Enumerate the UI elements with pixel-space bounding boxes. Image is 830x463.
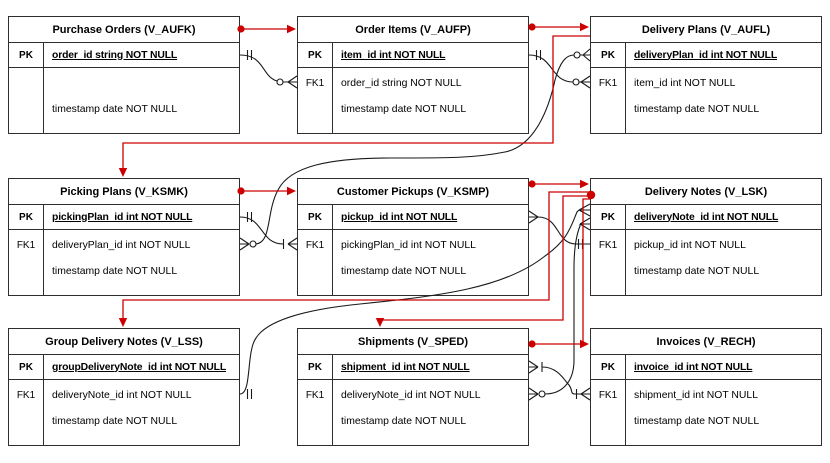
- table-title: Invoices (V_RECH): [591, 329, 821, 355]
- key-cell: PK: [308, 49, 322, 61]
- key-column-divider: [332, 354, 334, 445]
- attribute-field: timestamp date NOT NULL: [52, 415, 178, 427]
- table-title: Shipments (V_SPED): [298, 329, 528, 355]
- key-column-divider: [43, 354, 45, 445]
- table-title: Customer Pickups (V_KSMP): [298, 179, 528, 205]
- key-cell: PK: [601, 49, 615, 61]
- attribute-row: timestamp date NOT NULL: [9, 408, 239, 434]
- fk-field: pickup_id int NOT NULL: [634, 239, 746, 251]
- fk-row: FK1 deliveryNote_id int NOT NULL: [9, 382, 239, 408]
- key-cell: FK1: [305, 77, 325, 89]
- pk-field: pickup_id int NOT NULL: [341, 211, 458, 223]
- fk-field: deliveryNote_id int NOT NULL: [341, 389, 481, 401]
- key-cell: FK1: [598, 239, 618, 251]
- key-cell: PK: [308, 211, 322, 223]
- pk-field: order_id string NOT NULL: [52, 49, 178, 61]
- table-group-delivery-notes[interactable]: Group Delivery Notes (V_LSS) PK groupDel…: [8, 328, 240, 446]
- pk-field: groupDeliveryNote_id int NOT NULL: [52, 361, 227, 373]
- key-cell: FK1: [16, 389, 36, 401]
- fk-field: deliveryPlan_id int NOT NULL: [52, 239, 191, 251]
- attribute-field: timestamp date NOT NULL: [341, 415, 467, 427]
- table-delivery-notes[interactable]: Delivery Notes (V_LSK) PK deliveryNote_i…: [590, 178, 822, 296]
- fk-field: shipment_id int NOT NULL: [634, 389, 758, 401]
- table-shipments[interactable]: Shipments (V_SPED) PK shipment_id int NO…: [297, 328, 529, 446]
- key-cell: PK: [308, 361, 322, 373]
- fk-field: order_id string NOT NULL: [341, 77, 462, 89]
- pk-row: PK groupDeliveryNote_id int NOT NULL: [9, 355, 239, 380]
- table-picking-plans[interactable]: Picking Plans (V_KSMK) PK pickingPlan_id…: [8, 178, 240, 296]
- pk-field: deliveryPlan_id int NOT NULL: [634, 49, 778, 61]
- key-column-divider: [43, 204, 45, 295]
- fk-row: FK1 item_id int NOT NULL: [591, 70, 821, 96]
- fk-field: deliveryNote_id int NOT NULL: [52, 389, 192, 401]
- fk-line-sped-rech: [541, 366, 581, 395]
- key-cell: FK1: [598, 77, 618, 89]
- pk-field: invoice_id int NOT NULL: [634, 361, 753, 373]
- key-cell: FK1: [305, 239, 325, 251]
- table-delivery-plans[interactable]: Delivery Plans (V_AUFL) PK deliveryPlan_…: [590, 16, 822, 134]
- key-cell: FK1: [598, 389, 618, 401]
- table-title: Picking Plans (V_KSMK): [9, 179, 239, 205]
- key-cell: PK: [601, 211, 615, 223]
- key-cell: PK: [19, 361, 33, 373]
- fk-row: FK1 deliveryPlan_id int NOT NULL: [9, 232, 239, 258]
- fk-line-lsk-sped: [544, 224, 581, 395]
- table-customer-pickups[interactable]: Customer Pickups (V_KSMP) PK pickup_id i…: [297, 178, 529, 296]
- fk-row: FK1 deliveryNote_id int NOT NULL: [298, 382, 528, 408]
- pk-field: pickingPlan_id int NOT NULL: [52, 211, 193, 223]
- key-cell: PK: [601, 361, 615, 373]
- table-purchase-orders[interactable]: Purchase Orders (V_AUFK) PK order_id str…: [8, 16, 240, 134]
- fk-row: FK1 shipment_id int NOT NULL: [591, 382, 821, 408]
- table-order-items[interactable]: Order Items (V_AUFP) PK item_id int NOT …: [297, 16, 529, 134]
- key-column-divider: [625, 42, 627, 133]
- attribute-field: timestamp date NOT NULL: [634, 415, 760, 427]
- table-invoices[interactable]: Invoices (V_RECH) PK invoice_id int NOT …: [590, 328, 822, 446]
- fk-row: FK1 pickup_id int NOT NULL: [591, 232, 821, 258]
- pk-field: item_id int NOT NULL: [341, 49, 446, 61]
- fk-field: pickingPlan_id int NOT NULL: [341, 239, 476, 251]
- fk-field: item_id int NOT NULL: [634, 77, 736, 89]
- attribute-field: timestamp date NOT NULL: [634, 103, 760, 115]
- attribute-field: timestamp date NOT NULL: [634, 265, 760, 277]
- attribute-row: timestamp date NOT NULL: [9, 258, 239, 284]
- fk-line-cp-lsk: [537, 216, 590, 245]
- fk-line-oi-dp: [528, 54, 574, 83]
- key-column-divider: [332, 204, 334, 295]
- pk-field: deliveryNote_id int NOT NULL: [634, 211, 779, 223]
- key-cell: FK1: [16, 239, 36, 251]
- attribute-row: timestamp date NOT NULL: [298, 408, 528, 434]
- flow-lsk-rech: [580, 198, 590, 345]
- attribute-field: timestamp date NOT NULL: [52, 103, 178, 115]
- fk-line-pp-cp: [239, 216, 284, 245]
- attribute-row: timestamp date NOT NULL: [9, 96, 239, 122]
- key-cell: FK1: [305, 389, 325, 401]
- key-cell: PK: [19, 49, 33, 61]
- attribute-field: timestamp date NOT NULL: [341, 103, 467, 115]
- table-title: Delivery Notes (V_LSK): [591, 179, 821, 205]
- attribute-row: timestamp date NOT NULL: [591, 408, 821, 434]
- attribute-field: timestamp date NOT NULL: [52, 265, 178, 277]
- attribute-field: timestamp date NOT NULL: [341, 265, 467, 277]
- table-title: Delivery Plans (V_AUFL): [591, 17, 821, 43]
- table-title: Purchase Orders (V_AUFK): [9, 17, 239, 43]
- table-title: Order Items (V_AUFP): [298, 17, 528, 43]
- table-title: Group Delivery Notes (V_LSS): [9, 329, 239, 355]
- pk-row: PK deliveryNote_id int NOT NULL: [591, 205, 821, 230]
- pk-row: PK invoice_id int NOT NULL: [591, 355, 821, 380]
- fk-line-po-oi: [239, 54, 285, 83]
- pk-field: shipment_id int NOT NULL: [341, 361, 470, 373]
- attribute-row: timestamp date NOT NULL: [591, 258, 821, 284]
- attribute-row: timestamp date NOT NULL: [591, 96, 821, 122]
- key-column-divider: [332, 42, 334, 133]
- key-column-divider: [43, 42, 45, 133]
- key-column-divider: [625, 354, 627, 445]
- key-cell: PK: [19, 211, 33, 223]
- key-column-divider: [625, 204, 627, 295]
- pk-row: PK deliveryPlan_id int NOT NULL: [591, 43, 821, 68]
